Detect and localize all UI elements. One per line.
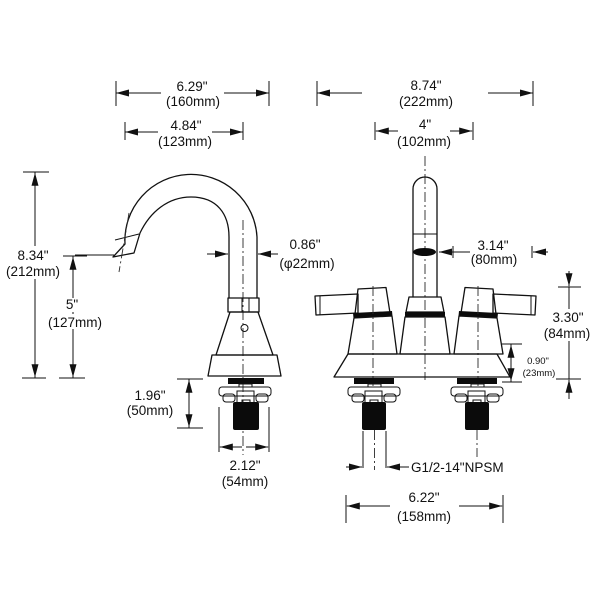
dim-deck-height-mm: (23mm): [523, 368, 556, 379]
left-supply-shank: [362, 402, 386, 430]
side-cone-body: [215, 311, 274, 356]
right-gasket: [457, 378, 497, 384]
side-supply-shank: [233, 402, 259, 430]
dim-base-length-mm: (158mm): [397, 509, 451, 524]
dimension-hole-spacing: 4" (102mm): [374, 117, 474, 149]
right-handle-post: [453, 315, 504, 355]
dim-spout-height-mm: (127mm): [48, 315, 102, 330]
dim-base-width-side-in: 2.12": [229, 458, 260, 473]
right-handle-boss: [460, 286, 497, 315]
front-spout-base-seam: [405, 312, 445, 317]
dim-overall-width-in: 8.74": [410, 78, 441, 93]
dim-spout-offset-in: 4.84": [170, 118, 201, 133]
right-shank-assembly: [450, 378, 504, 457]
side-spout-tip-seam: [114, 233, 140, 241]
dim-hole-spacing-in: 4": [419, 117, 432, 132]
dim-under-counter-mm: (50mm): [127, 403, 174, 418]
left-thread-extension-lines: [362, 431, 387, 468]
dimension-spout-diameter: 0.86" (φ22mm): [207, 237, 335, 271]
dim-spout-height-in: 5": [66, 297, 79, 312]
dimension-thread-spec: G1/2-14"NPSM: [346, 460, 504, 475]
left-handle-boss: [354, 286, 391, 315]
dimension-handle-height: 3.30" (84mm): [541, 271, 595, 399]
left-washer-foot-b: [383, 393, 397, 403]
dim-base-width-side-mm: (54mm): [222, 474, 269, 489]
right-washer-center: [467, 390, 486, 404]
left-gasket: [354, 378, 394, 384]
side-collar-seam: [241, 298, 250, 312]
dimension-handle-length: 3.14" (80mm): [439, 238, 548, 267]
left-handle-lever: [314, 293, 359, 316]
side-gasket: [228, 378, 264, 384]
dimension-base-length: 6.22" (158mm): [345, 490, 504, 524]
left-washer-center: [364, 390, 383, 404]
dim-spout-diameter-in: 0.86": [289, 237, 320, 252]
right-supply-shank: [465, 402, 489, 430]
dimension-spout-reach: 6.29" (160mm): [115, 79, 270, 109]
dim-handle-length-mm: (80mm): [471, 252, 518, 267]
dimension-deck-height: 0.90" (23mm): [502, 343, 556, 383]
side-washer-foot-left: [222, 393, 236, 403]
dimension-under-counter: 1.96" (50mm): [127, 378, 203, 429]
right-handle-lever: [492, 293, 537, 316]
dim-handle-length-in: 3.14": [477, 238, 508, 253]
dimension-spout-offset: 4.84" (123mm): [124, 118, 244, 149]
dim-hole-spacing-mm: (102mm): [397, 134, 451, 149]
right-washer-foot-b: [486, 393, 500, 403]
dim-handle-height-mm: (84mm): [544, 326, 591, 341]
dim-handle-height-in: 3.30": [552, 310, 583, 325]
right-washer-foot-a: [454, 393, 468, 403]
dim-spout-reach-in: 6.29": [176, 79, 207, 94]
dimension-base-width-side: 2.12" (54mm): [218, 407, 270, 489]
left-washer-foot-a: [351, 393, 365, 403]
side-mount-washer: [218, 386, 272, 397]
dimension-spout-height: 5" (127mm): [43, 254, 114, 379]
dimension-overall-height: 8.34" (212mm): [5, 171, 64, 379]
dim-spout-diameter-mm: (φ22mm): [279, 256, 334, 271]
front-tube-diameter-section: [413, 248, 436, 256]
dim-spout-offset-mm: (123mm): [158, 134, 212, 149]
left-shank-assembly: [347, 378, 401, 470]
left-mount-washer: [347, 386, 401, 397]
dim-spout-reach-mm: (160mm): [166, 94, 220, 109]
side-spout-outline: [112, 173, 258, 299]
side-base-flange: [207, 354, 282, 377]
side-collar: [227, 297, 260, 313]
dim-overall-height-mm: (212mm): [6, 264, 60, 279]
dim-overall-width-mm: (222mm): [399, 94, 453, 109]
side-cone-hole: [240, 324, 249, 332]
left-handle-post: [347, 315, 398, 355]
front-deck: [333, 353, 511, 378]
front-spout-tube: [412, 176, 438, 298]
side-washer-foot-right: [255, 393, 269, 403]
front-view: [314, 156, 537, 470]
side-spout-tip-centerline: [118, 212, 130, 273]
dim-thread-spec-label: G1/2-14"NPSM: [411, 460, 504, 475]
side-view: [112, 173, 282, 455]
dim-under-counter-in: 1.96": [134, 388, 165, 403]
left-handle: [314, 286, 398, 388]
dim-deck-height-in: 0.90": [527, 356, 549, 367]
side-washer-center: [236, 390, 255, 404]
right-mount-washer: [450, 386, 504, 397]
dim-base-length-in: 6.22": [408, 490, 439, 505]
dimension-overall-width: 8.74" (222mm): [316, 78, 534, 109]
dim-overall-height-in: 8.34": [17, 248, 48, 263]
